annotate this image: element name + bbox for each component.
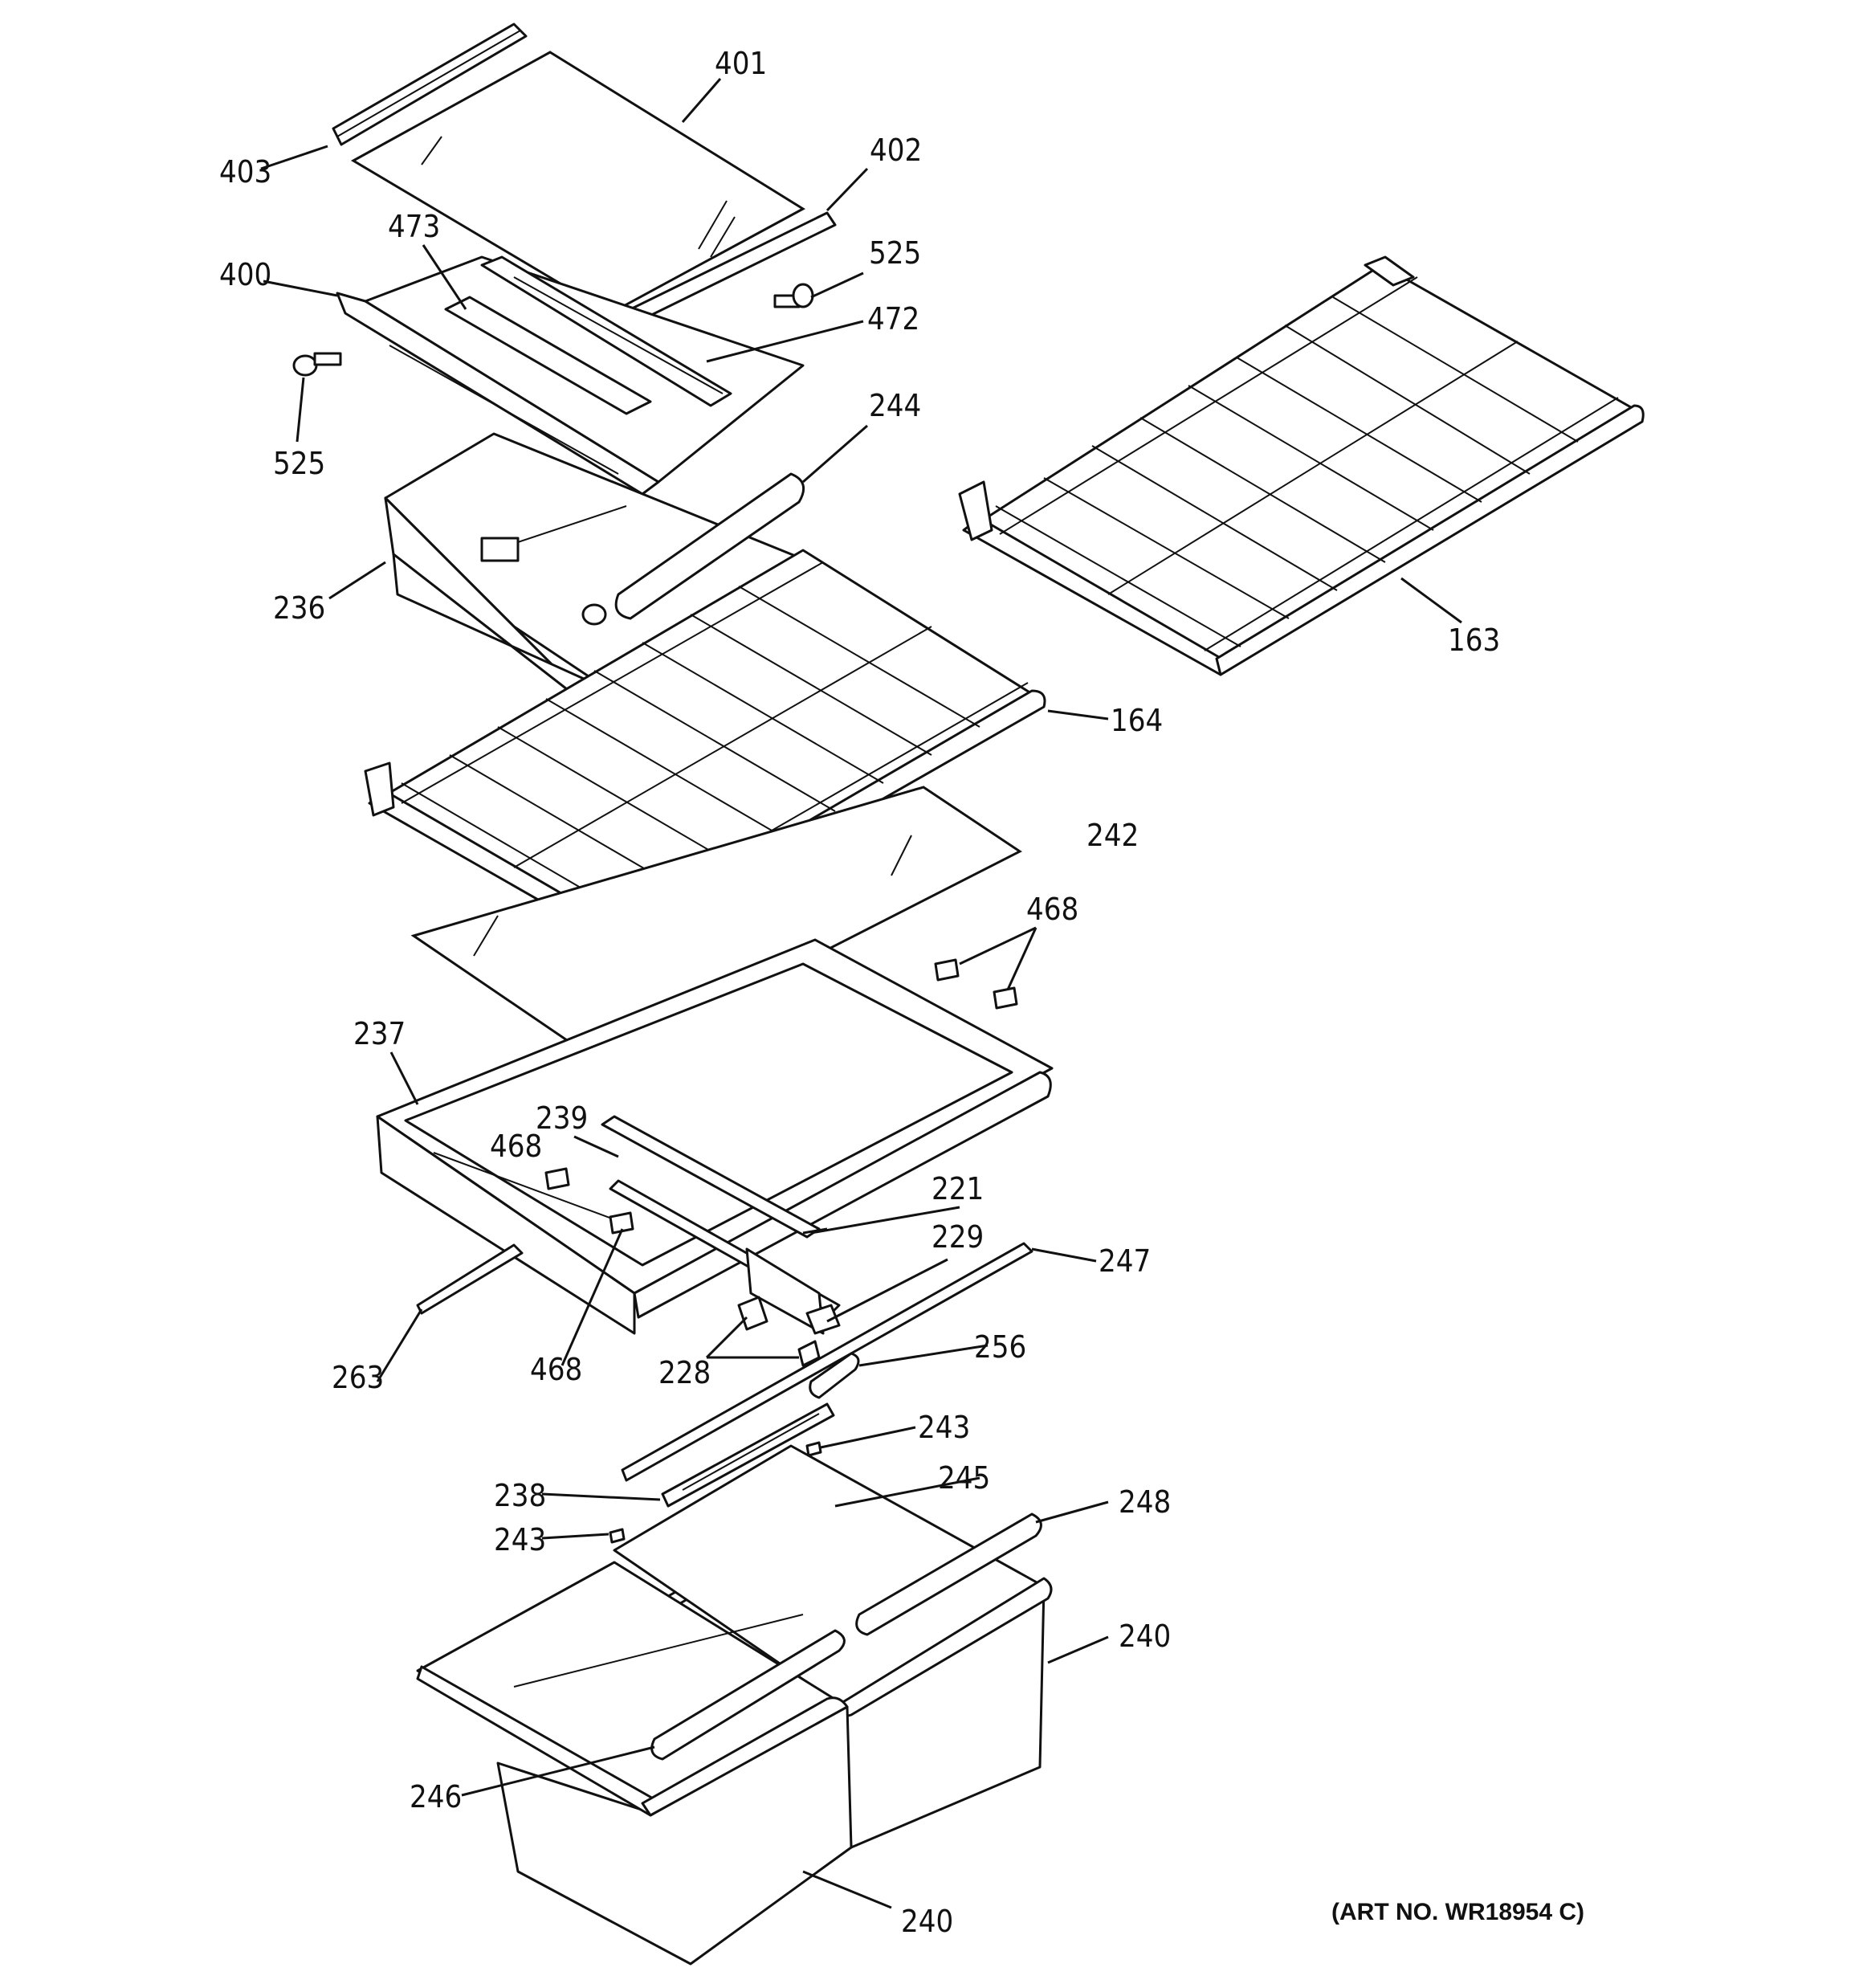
callout-525-right: 525 — [869, 235, 921, 271]
callout-246: 246 — [410, 1779, 462, 1815]
part-247-rail — [621, 1242, 1033, 1482]
part-240-crisper-drawer-front — [416, 1561, 853, 1966]
callout-472: 472 — [867, 301, 919, 337]
callout-468-bottom: 468 — [530, 1352, 582, 1387]
callout-403: 403 — [219, 154, 271, 190]
part-240-crisper-drawer-back — [613, 1444, 1053, 1849]
part-242-glass-shelf — [410, 786, 1022, 1066]
part-403-rail — [332, 22, 528, 146]
part-238-bar — [661, 1402, 835, 1508]
part-163-wire-shelf — [958, 255, 1645, 676]
callout-473: 473 — [388, 209, 440, 244]
part-256-damper — [809, 1352, 860, 1399]
callout-239: 239 — [536, 1100, 588, 1136]
part-525-screw-right — [773, 283, 814, 308]
callout-236: 236 — [273, 590, 325, 626]
callout-221: 221 — [932, 1171, 984, 1206]
leader-lines — [260, 78, 1462, 1909]
callout-164: 164 — [1111, 703, 1163, 738]
callout-242: 242 — [1086, 818, 1139, 853]
callout-525-left: 525 — [273, 446, 325, 481]
part-229-bracket — [805, 1304, 841, 1335]
part-525-screw-left — [292, 352, 342, 377]
callout-263: 263 — [332, 1360, 384, 1395]
part-400-frame — [336, 255, 805, 496]
callout-248: 248 — [1119, 1484, 1171, 1520]
callout-244: 244 — [869, 388, 921, 423]
part-244-handle — [614, 472, 805, 620]
callout-243-right: 243 — [918, 1410, 970, 1445]
callout-243-left: 243 — [494, 1522, 546, 1557]
callout-163: 163 — [1448, 623, 1500, 658]
part-248-handle — [855, 1512, 1042, 1636]
callout-229: 229 — [932, 1219, 984, 1255]
part-221-rail — [802, 1227, 828, 1235]
part-468-clips-right — [934, 958, 1018, 1010]
part-263-rail — [416, 1243, 524, 1315]
callout-401: 401 — [715, 46, 767, 81]
callout-402: 402 — [870, 133, 922, 168]
callout-256: 256 — [974, 1329, 1026, 1365]
callout-238: 238 — [494, 1478, 546, 1513]
callout-468-left: 468 — [490, 1129, 542, 1164]
callout-237: 237 — [353, 1016, 406, 1051]
callout-247: 247 — [1099, 1243, 1151, 1279]
part-237-crisper-cover — [376, 938, 1054, 1335]
callout-245: 245 — [938, 1460, 990, 1496]
art-number: (ART NO. WR18954 C) — [1331, 1899, 1584, 1925]
callout-labels: 401 403 402 473 400 525 472 525 244 236 … — [219, 46, 1500, 1939]
callout-240-bottom: 240 — [901, 1904, 953, 1939]
callout-400: 400 — [219, 257, 271, 292]
callout-240-right: 240 — [1119, 1619, 1171, 1654]
part-401-glass-shelf — [350, 51, 805, 315]
callout-228: 228 — [658, 1355, 711, 1390]
part-243-pads — [609, 1441, 822, 1544]
callout-468-right: 468 — [1026, 892, 1078, 927]
